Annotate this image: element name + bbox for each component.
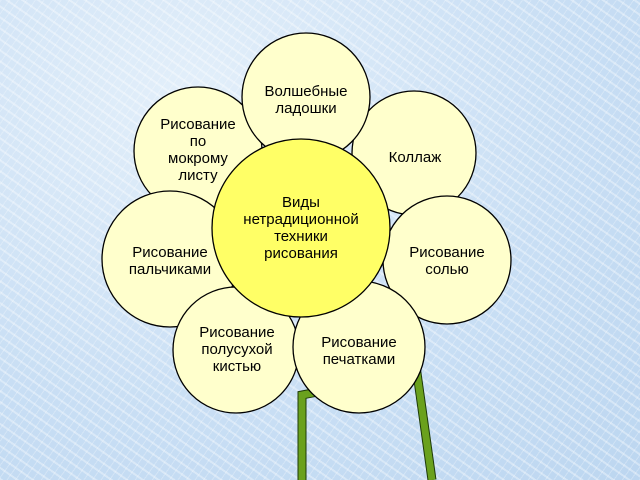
petal-label-dry-brush: Рисование полусухой кистью xyxy=(199,323,275,375)
center-label: Виды нетрадиционной техники рисования xyxy=(243,194,359,262)
petal-label-stamps: Рисование печатками xyxy=(321,334,397,368)
flower-center xyxy=(211,138,391,318)
petal-label-collage: Коллаж xyxy=(388,148,442,166)
petal-label-salt: Рисование солью xyxy=(409,244,485,278)
petal-label-wet-paper: Рисование по мокрому листу xyxy=(160,116,236,184)
petal-label-fingers: Рисование пальчиками xyxy=(128,244,212,278)
petal-label-magic-palms: Волшебные ладошки xyxy=(264,83,348,117)
